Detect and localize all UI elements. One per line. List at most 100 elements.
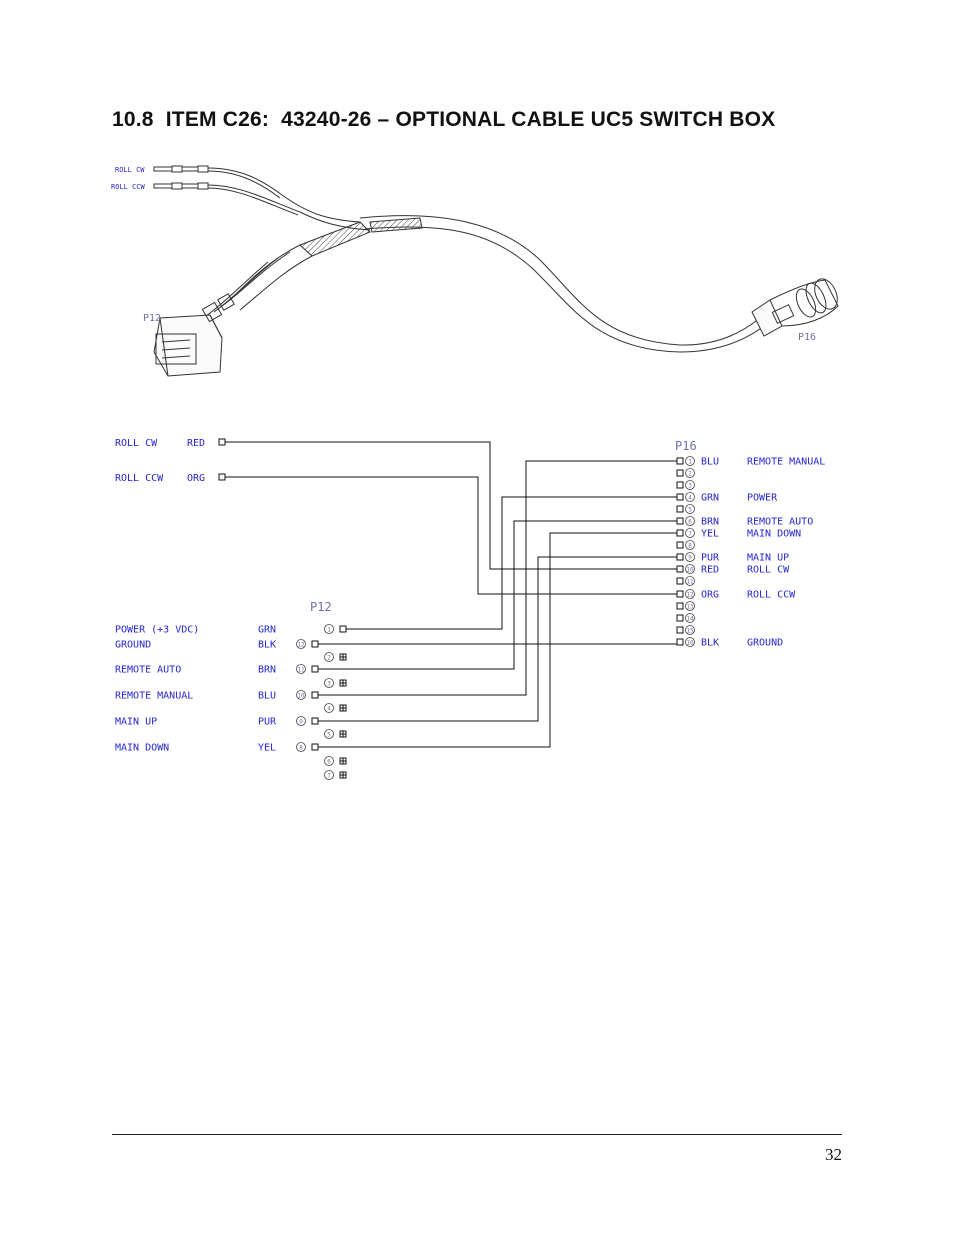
p16-pin-2-terminal <box>676 469 684 477</box>
p16-pin-4-number: 4 <box>688 495 692 502</box>
p12-pin-2-circle <box>324 652 334 662</box>
p16-pin-16-color: BLK <box>701 638 719 649</box>
p12-pin-10-color: BLU <box>258 691 276 702</box>
p16-pin-2-circle <box>685 468 695 478</box>
p12-pin-11-name: REMOTE AUTO <box>115 665 181 676</box>
roll-ccw-name: ROLL CCW <box>115 473 164 484</box>
p16-pin-1-name: REMOTE MANUAL <box>747 457 825 468</box>
part-description: 43240-26 – OPTIONAL CABLE UC5 SWITCH BOX <box>281 108 776 131</box>
p16-pin-16-name: GROUND <box>747 638 783 649</box>
roll-cw-color: RED <box>187 438 205 449</box>
p16-pin-14-circle <box>685 613 695 623</box>
p16-pin-12-terminal <box>676 590 684 598</box>
p12-pin-10-circle <box>296 690 306 700</box>
roll-cw-name: ROLL CW <box>115 438 158 449</box>
p16-pin-14-number: 14 <box>686 616 694 623</box>
p12-pin-12-name: GROUND <box>115 640 151 651</box>
p12-pin-1-terminal <box>339 625 347 633</box>
p12-pin-8-terminal <box>311 743 319 751</box>
p12-pin-10-terminal <box>311 691 319 699</box>
p16-pin-11-number: 11 <box>686 579 694 586</box>
p12-pin-3-circle <box>324 678 334 688</box>
p16-connector-body <box>751 278 839 337</box>
p16-pin-8-circle <box>685 540 695 550</box>
lead-terminals <box>218 438 226 481</box>
p16-pin-9-name: MAIN UP <box>747 553 789 564</box>
roll-ccw-color: ORG <box>187 473 205 484</box>
p16-pin-9-color: PUR <box>701 553 720 564</box>
p12-pin-4-plug <box>339 704 347 712</box>
p12-pin-2-plug <box>339 653 347 661</box>
p16-pin-9-number: 9 <box>688 555 692 562</box>
p16-pin-15-terminal <box>676 626 684 634</box>
p12-pin-11-circle <box>296 664 306 674</box>
p12-connector-body <box>153 293 235 377</box>
p12-pin-1-color: GRN <box>258 625 276 636</box>
illustration-p12-label: P12 <box>143 313 161 324</box>
p12-pin-12-number: 12 <box>297 642 305 649</box>
cable-illustration <box>153 165 839 377</box>
p16-pin-4-name: POWER <box>747 493 778 504</box>
p16-pin-5-terminal <box>676 505 684 513</box>
roll-ccw-lead <box>153 182 301 216</box>
p16-pin-5-circle <box>685 504 695 514</box>
p16-pin-1-circle <box>685 456 695 466</box>
p16-pin-9-terminal <box>676 553 684 561</box>
illustration-roll-cw-label: ROLL CW <box>115 166 145 174</box>
p12-pin-3-plug <box>339 679 347 687</box>
p12-pin-8-number: 8 <box>299 745 303 752</box>
p16-pin-11-circle <box>685 576 695 586</box>
p16-pin-2-number: 2 <box>688 471 692 478</box>
p16-pin-12-circle <box>685 589 695 599</box>
p16-pin-13-circle <box>685 601 695 611</box>
p12-pin-11-color: BRN <box>258 665 276 676</box>
p16-pin-7-color: YEL <box>701 529 719 540</box>
p12-pin-11-number: 11 <box>297 667 305 674</box>
p12-pin-7-plug <box>339 771 347 779</box>
p16-pin-1-color: BLU <box>701 457 719 468</box>
p12-pin-9-circle <box>296 716 306 726</box>
p16-pin-13-number: 13 <box>686 604 694 611</box>
p16-pin-8-number: 8 <box>688 543 692 550</box>
p16-pin-4-terminal <box>676 493 684 501</box>
footer-rule <box>112 1134 842 1135</box>
p16-pin-1-terminal <box>676 457 684 465</box>
p16-pin-4-color: GRN <box>701 493 719 504</box>
p16-pin-6-terminal <box>676 517 684 525</box>
p16-pin-6-number: 6 <box>688 519 692 526</box>
p12-pin-7-number: 7 <box>327 773 331 780</box>
p16-pin-16-terminal <box>676 638 684 646</box>
p16-label: P16 <box>675 439 697 453</box>
p12-pin-9-name: MAIN UP <box>115 717 157 728</box>
p12-label: P12 <box>310 600 332 614</box>
p16-pin-13-terminal <box>676 602 684 610</box>
p16-pin-3-circle <box>685 480 695 490</box>
p16-pin-7-number: 7 <box>688 531 692 538</box>
p12-pin-12-terminal <box>311 640 319 648</box>
p12-pin-9-color: PUR <box>258 717 277 728</box>
p12-pin-11-terminal <box>311 665 319 673</box>
p12-pin-1-number: 1 <box>327 627 331 634</box>
illustration-p16-label: P16 <box>798 332 816 343</box>
p16-pin-6-circle <box>685 516 695 526</box>
p16-pin-10-terminal <box>676 565 684 573</box>
p12-pin-9-number: 9 <box>299 719 303 726</box>
p12-pin-8-circle <box>296 742 306 752</box>
p16-pin-9-circle <box>685 552 695 562</box>
p16-pin-16-number: 16 <box>686 640 694 647</box>
p12-pin-12-color: BLK <box>258 640 276 651</box>
p16-pin-7-terminal <box>676 529 684 537</box>
p16-pin-15-number: 15 <box>686 628 694 635</box>
p16-pin-11-terminal <box>676 577 684 585</box>
roll-cw-lead <box>153 165 283 199</box>
p12-pin-2-number: 2 <box>327 655 331 662</box>
p16-pin-3-number: 3 <box>688 483 692 490</box>
p16-pin-10-number: 10 <box>686 567 694 574</box>
p12-pin-5-number: 5 <box>327 732 331 739</box>
p16-pin-12-number: 12 <box>686 592 694 599</box>
p16-pin-1-number: 1 <box>688 459 692 466</box>
p16-pin-7-circle <box>685 528 695 538</box>
page-number: 32 <box>825 1145 842 1164</box>
